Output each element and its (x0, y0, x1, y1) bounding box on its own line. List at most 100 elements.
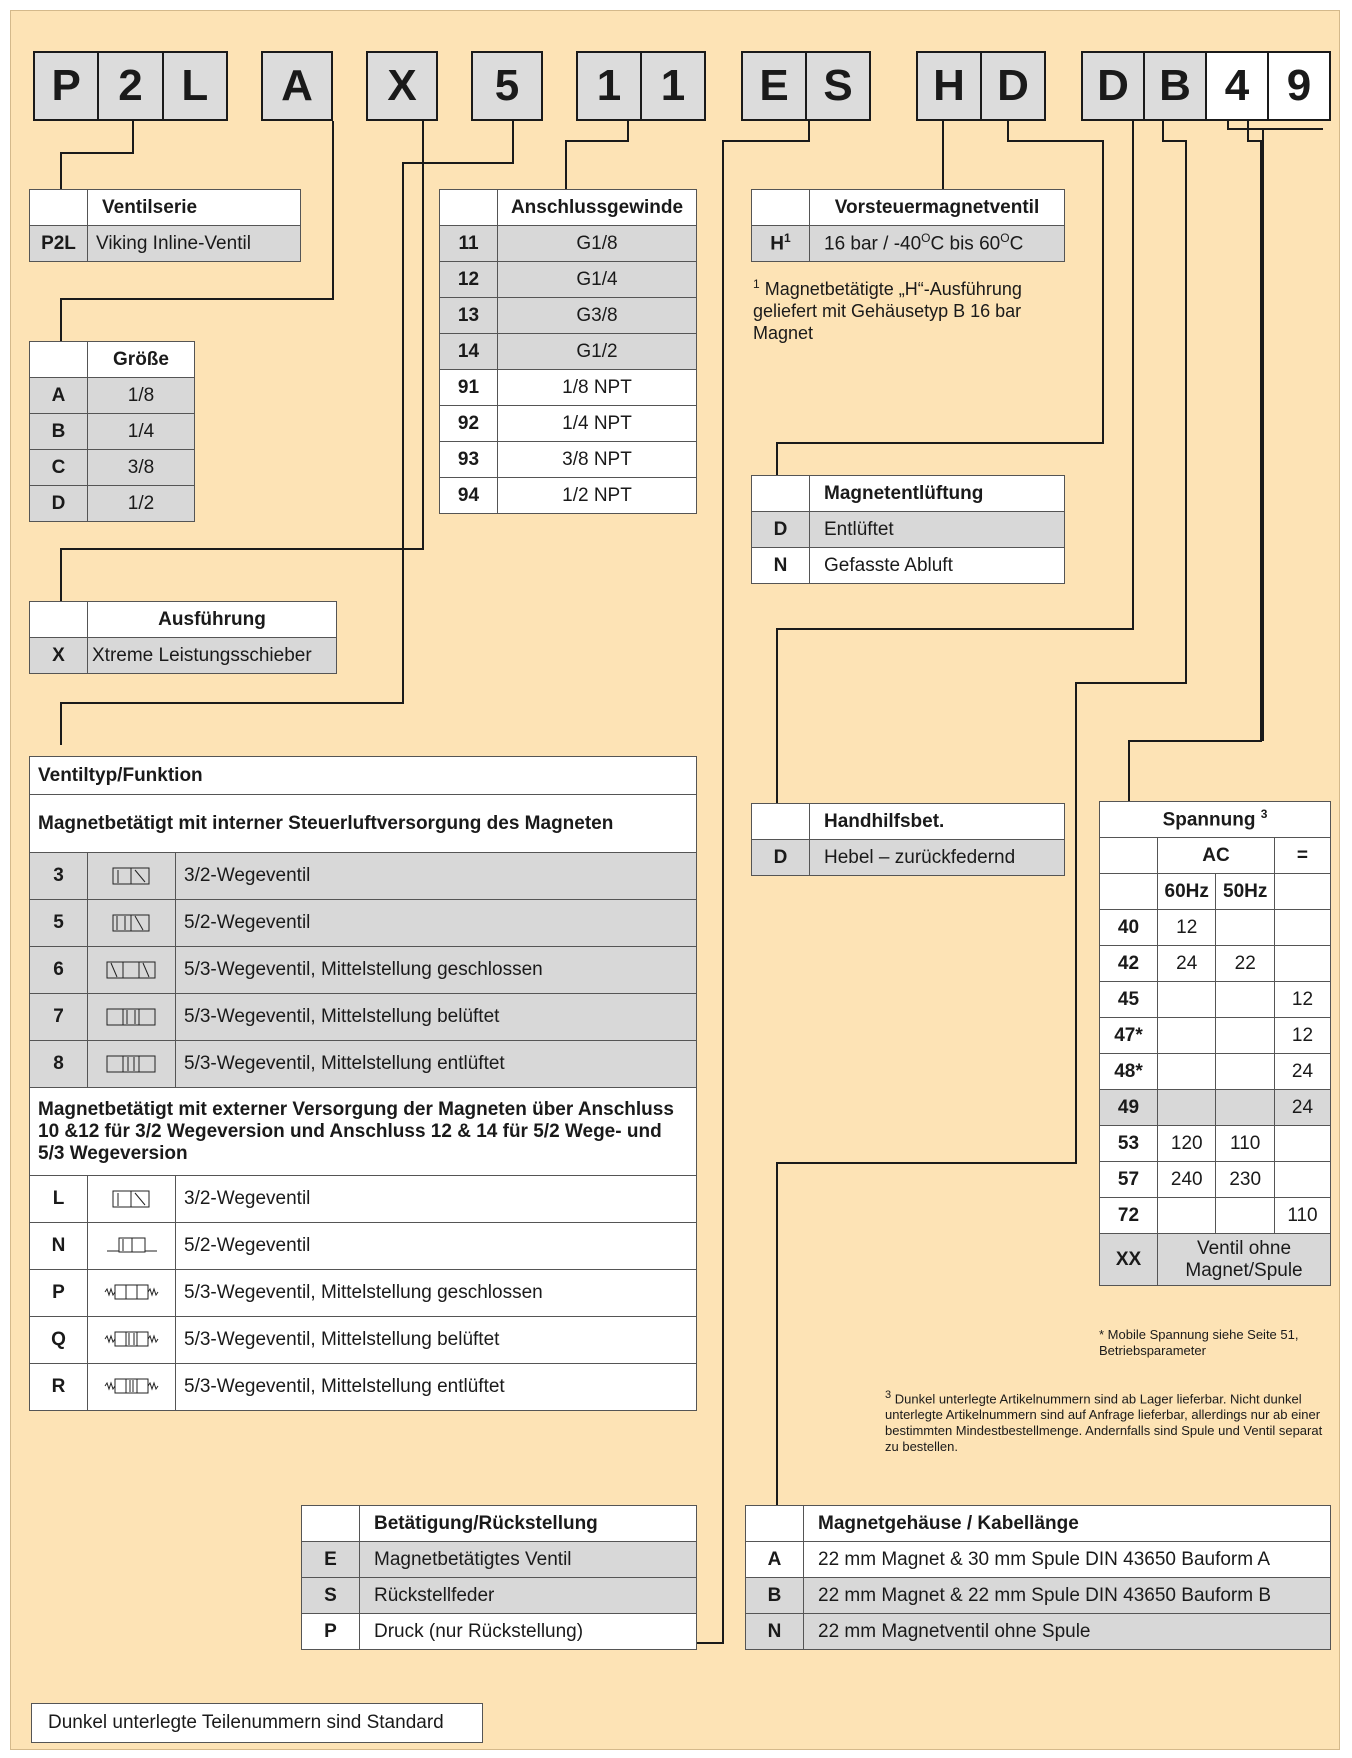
ventiltyp-value: 5/3-Wegeventil, Mittelstellung entlüftet (175, 1040, 697, 1088)
ventilserie-header: Ventilserie (87, 189, 301, 226)
spannung-50hz (1215, 1089, 1275, 1126)
anschluss-value: 1/4 NPT (497, 405, 697, 442)
valve-5-2-icon (87, 899, 176, 947)
ventiltyp-key: Q (29, 1316, 88, 1364)
spannung-dc (1273, 1125, 1332, 1162)
vorsteuer-value-mid: C bis 60 (930, 233, 1001, 255)
vorsteuer-footnote: 1 Magnetbetätigte „H“-Ausführung geliefe… (753, 273, 1063, 344)
code-box-1b: 1 (660, 61, 686, 110)
anschluss-header: Anschlussgewinde (497, 189, 697, 226)
entlueftung-value: Entlüftet (809, 511, 1065, 548)
valve-3-2-icon (87, 1175, 176, 1223)
ventiltyp-value: 5/2-Wegeventil (175, 1222, 697, 1270)
table-row: 48* 24 (1099, 1053, 1332, 1090)
spannung-50hz (1215, 1053, 1275, 1090)
spannung-50hz: 110 (1215, 1125, 1275, 1162)
ventiltyp-value: 5/2-Wegeventil (175, 899, 697, 947)
groesse-header: Größe (87, 341, 195, 378)
anschluss-key: 13 (439, 297, 498, 334)
spannung-key: 49 (1099, 1089, 1158, 1126)
anschluss-value: 1/8 NPT (497, 369, 697, 406)
ventiltyp-value: 3/2-Wegeventil (175, 1175, 697, 1223)
table-row: Q 5/3-Wegeventil, Mittelstellung belüftet (29, 1316, 697, 1364)
vorsteuer-key-sup: 1 (784, 231, 791, 246)
table-vorsteuer: Vorsteuermagnetventil H1 16 bar / -40OC … (751, 189, 1065, 262)
table-row: 47*12 (1099, 1017, 1332, 1054)
ventilserie-value: Viking Inline-Ventil (87, 225, 301, 262)
code-group-size: A (261, 51, 333, 121)
betaetigung-value: Magnetbetätigtes Ventil (359, 1541, 697, 1578)
spannung-key: 48* (1099, 1053, 1158, 1090)
ventiltyp-value: 5/3-Wegeventil, Mittelstellung belüftet (175, 1316, 697, 1364)
spannung-key: 45 (1099, 981, 1158, 1018)
code-group-p2l: P 2 L (33, 51, 228, 121)
groesse-value: 1/8 (87, 377, 195, 414)
spannung-60hz: 24 (1156, 945, 1217, 982)
ventiltyp-key: L (29, 1175, 88, 1223)
ventiltyp-value: 5/3-Wegeventil, Mittelstellung belüftet (175, 993, 697, 1041)
spannung-50hz: 22 (1215, 945, 1275, 982)
footnote-marker: 3 (885, 1389, 892, 1401)
spannung-xx-text: Ventil ohne Magnet/Spule (1157, 1233, 1331, 1286)
code-box-a: A (281, 61, 313, 110)
valve-5-3-exhaust-ext-icon (87, 1363, 176, 1411)
table-row: L 3/2-Wegeventil (29, 1175, 697, 1223)
anschluss-key: 14 (439, 333, 498, 370)
footnote-marker: 1 (753, 277, 760, 291)
entlueftung-key: N (751, 547, 810, 584)
betaetigung-value: Druck (nur Rückstellung) (359, 1613, 697, 1650)
spannung-dc (1273, 909, 1332, 946)
groesse-value: 3/8 (87, 449, 195, 486)
anschluss-key: 91 (439, 369, 498, 406)
code-box-5: 5 (494, 61, 520, 110)
spannung-dc: 24 (1273, 1053, 1332, 1090)
vorsteuer-header: Vorsteuermagnetventil (809, 189, 1065, 226)
betaetigung-key: P (301, 1613, 360, 1650)
groesse-key: D (29, 485, 88, 522)
anschluss-value: G1/8 (497, 225, 697, 262)
groesse-key: A (29, 377, 88, 414)
magnetgehaeuse-key: A (745, 1541, 804, 1578)
spannung-header: Spannung 3 (1099, 801, 1331, 838)
spannung-dc: 110 (1273, 1197, 1332, 1234)
anschluss-key: 92 (439, 405, 498, 442)
code-group-pilot: H D (916, 51, 1046, 121)
magnetgehaeuse-key: N (745, 1613, 804, 1650)
handhilf-key: D (751, 839, 810, 876)
spannung-50hz (1215, 1197, 1275, 1234)
anschluss-value: 1/2 NPT (497, 477, 697, 514)
groesse-key: B (29, 413, 88, 450)
spannung-dc: 24 (1273, 1089, 1332, 1126)
spannung-60hz (1156, 1053, 1217, 1090)
hz50-header: 50Hz (1215, 873, 1275, 910)
ausfuehrung-value: Xtreme Leistungsschieber (87, 637, 337, 674)
mobile-voltage-note: * Mobile Spannung siehe Seite 51, Betrie… (1099, 1327, 1299, 1358)
groesse-value: 1/2 (87, 485, 195, 522)
ventiltyp-value: 3/2-Wegeventil (175, 852, 697, 900)
ventiltyp-key: P (29, 1269, 88, 1317)
groesse-key: C (29, 449, 88, 486)
spannung-50hz: 230 (1215, 1161, 1275, 1198)
vorsteuer-value-end: C (1009, 233, 1024, 255)
anschluss-value: G1/4 (497, 261, 697, 298)
anschluss-value: G1/2 (497, 333, 697, 370)
